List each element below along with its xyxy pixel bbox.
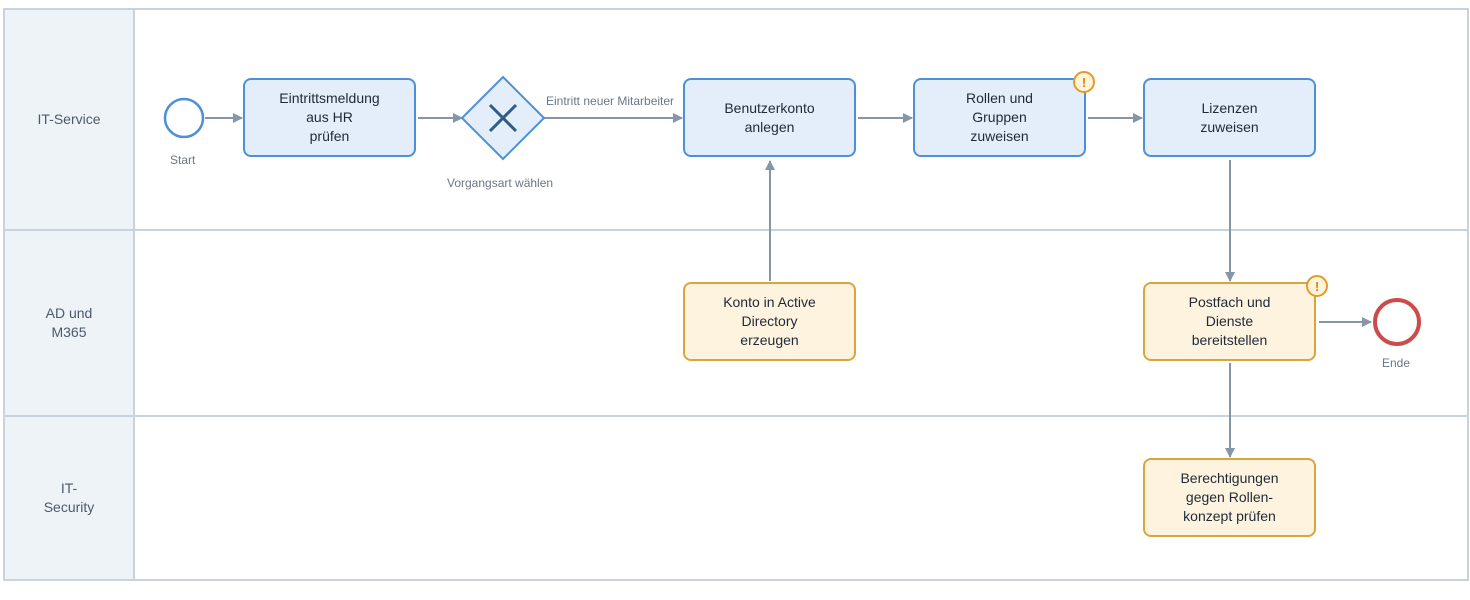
lane-divider	[5, 229, 1467, 231]
start-event[interactable]	[163, 97, 205, 139]
gateway-x-icon	[488, 103, 518, 133]
gateway-label: Vorgangsart wählen	[447, 176, 554, 190]
flow-label-new-employee: Eintritt neuer Mitarbeiter	[546, 94, 675, 108]
lane-it-security: IT- Security	[5, 417, 1467, 579]
task-assign-roles[interactable]: Rollen und Gruppen zuweisen	[913, 78, 1086, 157]
end-label: Ende	[1382, 356, 1411, 370]
task-assign-licenses[interactable]: Lizenzen zuweisen	[1143, 78, 1316, 157]
lane-label-it-security: IT- Security	[5, 417, 135, 579]
task-create-account[interactable]: Benutzerkonto anlegen	[683, 78, 856, 157]
exclusive-gateway[interactable]	[460, 75, 546, 161]
lane-ad-m365: AD und M365	[5, 231, 1467, 415]
start-label: Start	[170, 153, 196, 167]
task-mailbox[interactable]: Postfach und Dienste bereitstellen	[1143, 282, 1316, 361]
task-hr-check[interactable]: Eintrittsmeldung aus HR prüfen	[243, 78, 416, 157]
lane-label-it-service: IT-Service	[5, 10, 135, 229]
warning-icon[interactable]: !	[1073, 71, 1095, 93]
lane-it-service: IT-Service	[5, 10, 1467, 229]
task-ad-account[interactable]: Konto in Active Directory erzeugen	[683, 282, 856, 361]
lane-divider	[5, 415, 1467, 417]
end-event[interactable]	[1373, 298, 1421, 346]
lane-label-ad-m365: AD und M365	[5, 231, 135, 415]
warning-icon[interactable]: !	[1306, 275, 1328, 297]
process-pool: IT-Service AD und M365 IT- Security	[3, 8, 1469, 581]
task-check-permissions[interactable]: Berechtigungen gegen Rollen- konzept prü…	[1143, 458, 1316, 537]
